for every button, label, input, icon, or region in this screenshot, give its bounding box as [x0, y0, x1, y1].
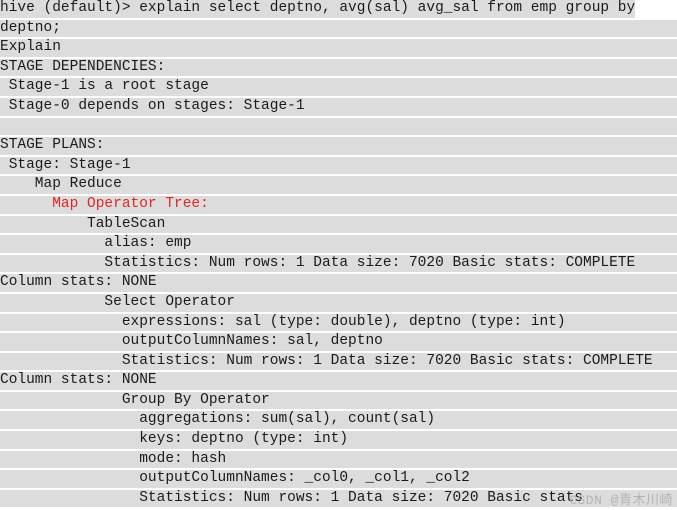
terminal-line: aggregations: sum(sal), count(sal) — [0, 411, 677, 430]
watermark: CSDN @青木川崎 — [569, 493, 673, 508]
terminal-line: Map Reduce — [0, 176, 677, 194]
terminal-line: Stage-1 is a root stage — [0, 78, 677, 96]
terminal-line: Group By Operator — [0, 391, 677, 410]
terminal-line: Statistics: Num rows: 1 Data size: 7020 … — [0, 352, 677, 371]
terminal-line: outputColumnNames: _col0, _col1, _col2 — [0, 470, 677, 488]
terminal-line: STAGE DEPENDENCIES: — [0, 58, 677, 77]
terminal-line: alias: emp — [0, 235, 677, 253]
terminal-line: Column stats: NONE — [0, 274, 677, 292]
terminal-line: hive (default)> explain select deptno, a… — [0, 0, 636, 18]
terminal-line: Explain — [0, 39, 677, 57]
terminal-line: Statistics: Num rows: 1 Data size: 7020 … — [0, 254, 677, 273]
terminal-line: Statistics: Num rows: 1 Data size: 7020 … — [0, 489, 677, 508]
terminal-line — [0, 117, 677, 136]
terminal-line: Select Operator — [0, 293, 677, 312]
terminal-line: TableScan — [0, 215, 677, 234]
terminal-line: mode: hash — [0, 450, 677, 469]
terminal-line: Map Operator Tree: — [0, 195, 677, 214]
terminal-line: Stage: Stage-1 — [0, 156, 677, 175]
terminal-line: keys: deptno (type: int) — [0, 431, 677, 449]
terminal-line: STAGE PLANS: — [0, 137, 677, 155]
terminal-line: outputColumnNames: sal, deptno — [0, 333, 677, 351]
terminal-line: Column stats: NONE — [0, 372, 677, 390]
terminal-line: deptno; — [0, 19, 677, 38]
terminal-line: Stage-0 depends on stages: Stage-1 — [0, 97, 677, 116]
terminal-line: expressions: sal (type: double), deptno … — [0, 313, 677, 332]
